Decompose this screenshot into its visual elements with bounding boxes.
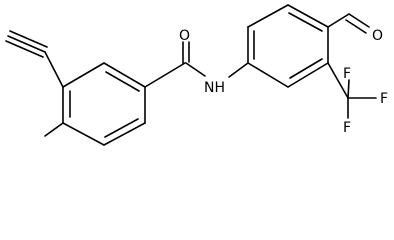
bond-ring-cf3	[327, 62, 349, 99]
bond-ring-left-1	[103, 62, 146, 88]
bond-ring-right-2	[247, 4, 289, 28]
nitrogen-amide-label: NH	[204, 80, 225, 96]
fluorine-top-label: F	[343, 66, 351, 82]
bond-ring-left-3	[103, 122, 146, 146]
bond-cf3-f-top	[347, 79, 350, 99]
bond-ring-aldehyde	[327, 13, 350, 28]
bond-aldehyde-co-2	[345, 19, 367, 34]
right-benzene-ring	[247, 4, 329, 88]
aldehyde-group	[327, 13, 370, 34]
oxygen-amide-label: O	[179, 28, 190, 44]
bond-triple-lower	[5, 40, 44, 58]
bond-ring-right-double-b	[288, 12, 323, 32]
bond-aldehyde-co-1	[348, 13, 370, 28]
bond-ring-right-double-c	[289, 58, 323, 79]
fluorine-right-label: F	[380, 91, 388, 107]
bond-ring-right-3	[287, 4, 329, 28]
bond-ethynyl-attach	[44, 51, 64, 88]
trifluoromethyl-group	[327, 62, 377, 119]
bond-triple-upper	[9, 30, 48, 48]
bond-ring-left-double-a	[105, 71, 140, 92]
bond-ring-left-double-b	[104, 118, 139, 138]
bond-ring-right-6	[247, 62, 289, 88]
bond-nitrogen-ring	[228, 62, 249, 78]
fluorine-bottom-label: F	[343, 120, 351, 136]
bond-triple-center	[7, 35, 46, 53]
bond-ring-carbonyl	[144, 62, 186, 88]
bond-ring-left-6	[62, 62, 105, 88]
ethynyl-group	[5, 30, 64, 88]
bond-methyl	[44, 122, 64, 137]
molecule-structure: O NH O F F F	[5, 4, 388, 146]
structure-drawing: O NH O F F F	[5, 4, 388, 146]
bond-carbonyl-nitrogen	[185, 62, 206, 77]
left-benzene-ring	[62, 62, 146, 146]
bond-ring-left-4	[62, 122, 105, 146]
oxygen-aldehyde-label: O	[372, 28, 383, 44]
amide-group	[144, 41, 249, 88]
bond-ring-right-5	[287, 62, 329, 88]
